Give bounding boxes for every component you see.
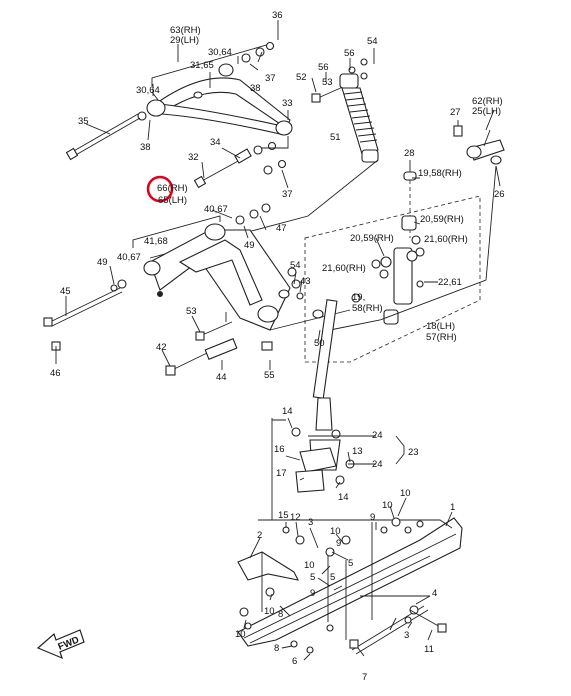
callout-65: 65(LH) xyxy=(158,195,187,206)
callout-49: 49 xyxy=(244,240,255,251)
callout-5: 5 xyxy=(348,558,353,569)
highlight-circle xyxy=(146,175,174,203)
callout-38: 38 xyxy=(250,83,261,94)
callout-30-64: 30,64 xyxy=(208,47,232,58)
callout-36: 36 xyxy=(272,10,283,21)
callout-15: 15 xyxy=(278,510,289,521)
callout-26: 26 xyxy=(494,189,505,200)
callout-53-b: 53 xyxy=(186,306,197,317)
callout-41-68: 41,68 xyxy=(144,236,168,247)
lower-arm-assembly xyxy=(43,203,351,376)
callout-2: 2 xyxy=(257,530,262,541)
callout-11: 11 xyxy=(424,644,434,655)
leader-lines xyxy=(55,20,501,661)
callout-9: 9 xyxy=(370,512,375,523)
callout-10-c: 10 xyxy=(330,526,341,537)
callout-9-b: 9 xyxy=(336,538,341,549)
callout-63: 63(RH) xyxy=(170,25,201,36)
spindle-assembly xyxy=(304,165,497,363)
callout-55: 55 xyxy=(264,370,275,381)
callout-46: 46 xyxy=(50,368,61,379)
callout-40-67: 40,67 xyxy=(204,204,228,215)
callout-28: 28 xyxy=(404,148,415,159)
callout-50: 50 xyxy=(314,338,325,349)
callout-10-e: 10 xyxy=(264,606,275,617)
callout-57: 57(RH) xyxy=(426,332,457,343)
callout-20-59-b: 20,59(RH) xyxy=(350,233,394,244)
callout-29: 29(LH) xyxy=(170,35,199,46)
callout-30-64-b: 30,64 xyxy=(136,85,160,96)
steering-column xyxy=(271,299,405,520)
callout-10-d: 10 xyxy=(304,560,315,571)
callout-24: 24 xyxy=(372,430,383,441)
upper-arm-assembly xyxy=(65,41,293,189)
callout-45: 45 xyxy=(60,286,71,297)
callout-21-60: 21,60(RH) xyxy=(424,234,468,245)
callout-37-b: 37 xyxy=(282,189,293,200)
callout-5-c: 5 xyxy=(330,572,335,583)
callout-22-61: 22,61 xyxy=(438,277,462,288)
callout-42: 42 xyxy=(156,342,167,353)
callout-8: 8 xyxy=(278,609,283,620)
callout-56: 56 xyxy=(344,48,355,59)
callout-49-b: 49 xyxy=(97,257,108,268)
callout-33: 33 xyxy=(282,98,293,109)
callout-5-b: 5 xyxy=(310,572,315,583)
callout-17: 17 xyxy=(276,468,287,479)
callout-47: 47 xyxy=(276,223,287,234)
ski xyxy=(237,517,463,655)
callout-3-b: 3 xyxy=(404,630,409,641)
callout-21-60-b: 21,60(RH) xyxy=(322,263,366,274)
callout-35: 35 xyxy=(78,116,89,127)
callout-58: 58(RH) xyxy=(352,303,383,314)
fwd-arrow-icon: FWD xyxy=(36,629,85,660)
callout-13: 13 xyxy=(352,446,363,457)
callout-53: 53 xyxy=(322,77,333,88)
callout-44: 44 xyxy=(216,372,227,383)
steering-arm xyxy=(453,125,505,165)
callout-40-67-b: 40,67 xyxy=(117,252,141,263)
callout-14-b: 14 xyxy=(338,492,349,503)
callout-66: 66(RH) xyxy=(157,183,188,194)
callout-10-f: 10 xyxy=(235,629,246,640)
fwd-label: FWD xyxy=(57,634,81,652)
callout-19: 19, xyxy=(352,292,365,303)
callout-43: 43 xyxy=(300,276,311,287)
callout-34: 34 xyxy=(210,137,221,148)
callout-12: 12 xyxy=(290,512,301,523)
callout-54-b: 54 xyxy=(290,260,301,271)
callout-18: 18(LH) xyxy=(426,321,455,332)
callout-38-b: 38 xyxy=(140,142,151,153)
callout-32: 32 xyxy=(188,152,199,163)
callout-20-59: 20,59(RH) xyxy=(420,214,464,225)
callout-6: 6 xyxy=(292,656,297,667)
callout-24-b: 24 xyxy=(372,459,383,470)
callout-labels: 36 63(RH) 29(LH) 30,64 31,65 30,64 37 38… xyxy=(50,10,505,683)
callout-10: 10 xyxy=(400,488,411,499)
callout-14: 14 xyxy=(282,406,293,417)
callout-8-b: 8 xyxy=(274,643,279,654)
callout-9-c: 9 xyxy=(310,588,315,599)
callout-31-65: 31,65 xyxy=(190,60,214,71)
callout-27: 27 xyxy=(450,107,461,118)
callout-10-b: 10 xyxy=(382,500,393,511)
callout-16: 16 xyxy=(274,444,285,455)
callout-19-58: 19,58(RH) xyxy=(418,168,462,179)
callout-56-b: 56 xyxy=(318,62,329,73)
callout-1: 1 xyxy=(450,502,455,513)
callout-54: 54 xyxy=(367,36,378,47)
callout-4: 4 xyxy=(432,588,437,599)
callout-25: 25(LH) xyxy=(472,106,501,117)
callout-37: 37 xyxy=(265,73,276,84)
callout-62: 62(RH) xyxy=(472,96,503,107)
callout-52: 52 xyxy=(296,72,307,83)
callout-7: 7 xyxy=(362,672,367,683)
callout-23: 23 xyxy=(408,447,419,458)
callout-3: 3 xyxy=(308,517,313,528)
callout-51: 51 xyxy=(330,132,341,143)
